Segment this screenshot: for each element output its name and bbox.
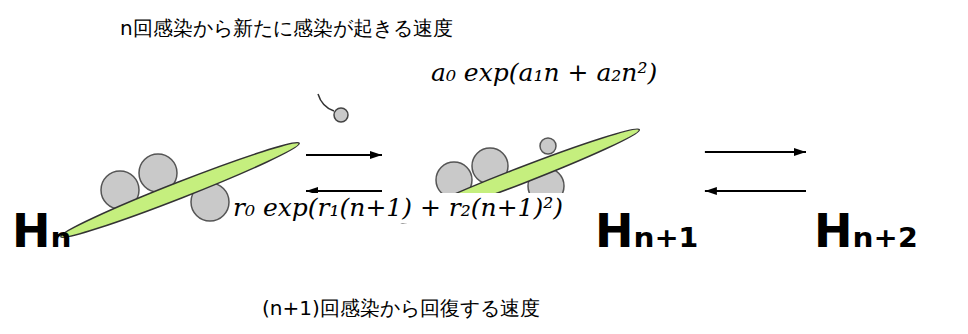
bacterium-rod xyxy=(58,136,302,244)
rate-arrow xyxy=(705,151,806,153)
phage-tail xyxy=(318,94,334,111)
state-label: Hₙ₊₁ xyxy=(595,208,699,254)
rate-description: (n+1)回感染から回復する速度 xyxy=(262,296,540,320)
state-node: Hₙ xyxy=(8,110,306,260)
rate-arrow xyxy=(705,190,806,192)
rate-description: n回感染から新たに感染が起きる速度 xyxy=(120,16,453,40)
rate-formula: a₀ exp(a₁n + a₂n²) xyxy=(428,58,660,88)
rate-arrow xyxy=(306,154,382,156)
state-node: Hₙ₊₂ xyxy=(806,110,956,260)
state-label: Hₙ xyxy=(12,208,71,254)
edge-label-holder: a₀ exp(a₁n + a₂n²) xyxy=(428,58,660,88)
phage-head xyxy=(540,138,556,154)
state-node: Hₙ₊₁ xyxy=(382,110,705,260)
note-holder: (n+1)回感染から回復する速度 xyxy=(262,296,540,320)
rate-arrow xyxy=(306,190,382,192)
rate-formula: r₀ exp(r₁(n+1) + r₂(n+1)²) xyxy=(230,193,566,223)
state-label: Hₙ₊₂ xyxy=(814,208,918,254)
edge-label-holder: r₀ exp(r₁(n+1) + r₂(n+1)²) xyxy=(230,193,566,223)
free-phage xyxy=(334,108,348,122)
note-holder: n回感染から新たに感染が起きる速度 xyxy=(120,16,453,40)
